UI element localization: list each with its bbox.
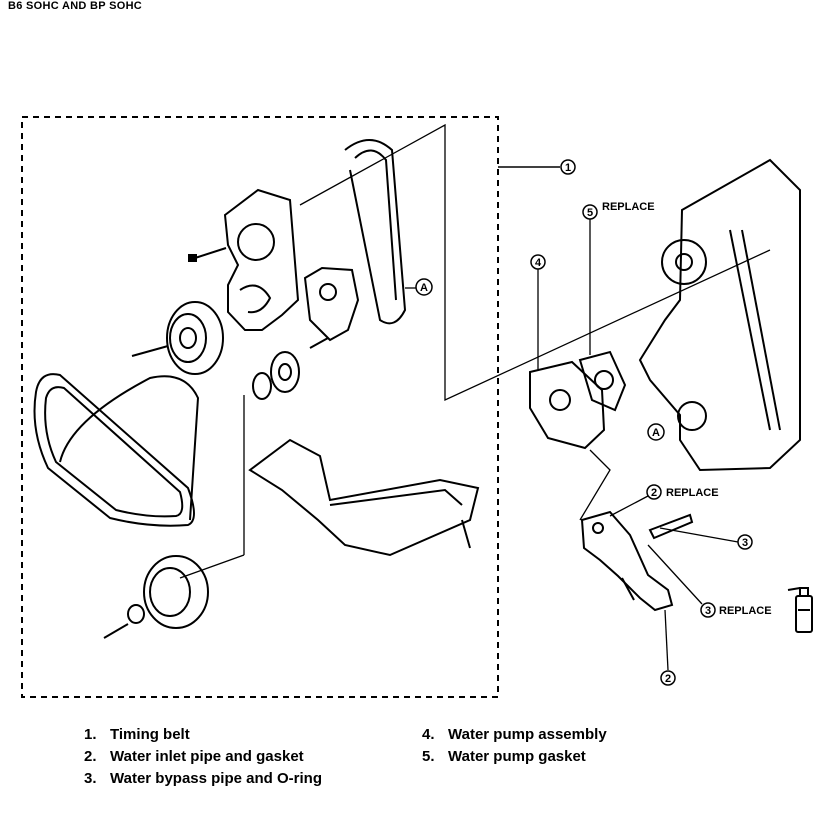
callout-water-pump-assembly: 4 [535, 257, 542, 269]
lower-pulley-bolt [103, 623, 129, 639]
ref-a-right: A [652, 427, 660, 439]
lower-timing-cover [248, 438, 480, 557]
legend-item: 5. Water pump gasket [422, 746, 682, 768]
tensioner [303, 266, 360, 342]
legend-left: 1. Timing belt 2. Water inlet pipe and g… [84, 724, 354, 790]
ref-a-left: A [420, 282, 428, 294]
exploded-parts-diagram: 1 A [21, 116, 813, 698]
replace-label-gasket: REPLACE [602, 201, 655, 213]
legend-item: 2. Water inlet pipe and gasket [84, 746, 354, 768]
callout-circle-water-pump [530, 254, 546, 270]
leader-lower-cover-2 [179, 554, 245, 579]
legend-num: 3. [84, 770, 97, 787]
leader-belt-diagonal [299, 123, 771, 402]
legend-item: 4. Water pump assembly [422, 724, 682, 746]
legend-text: Water pump gasket [448, 748, 586, 765]
replace-label-oring: REPLACE [719, 605, 772, 617]
leader-pipe-gasket [609, 495, 649, 517]
legend-text: Water bypass pipe and O-ring [110, 770, 322, 787]
callout-circle-bypass-oring [700, 602, 716, 618]
legend-text: Timing belt [110, 726, 190, 743]
timing-belt [344, 139, 407, 325]
water-pump-assembly [529, 360, 606, 450]
leader-bypass-oring [647, 544, 703, 605]
callout-circle-gasket [582, 204, 598, 220]
removal-group-boundary [21, 116, 499, 698]
crankshaft-pulley [166, 301, 224, 375]
water-bypass-pipe [648, 513, 694, 540]
legend-text: Water inlet pipe and gasket [110, 748, 304, 765]
callout-circle-inlet-pipe-bottom [660, 670, 676, 686]
callout-water-bypass-pipe: 3 [742, 537, 748, 549]
callout-circle-timing-belt [560, 159, 576, 175]
legend-text: Water pump assembly [448, 726, 607, 743]
cover-bolt-head [188, 254, 197, 262]
legend-item: 3. Water bypass pipe and O-ring [84, 768, 354, 790]
callout-circle-bypass-pipe [737, 534, 753, 550]
legend-num: 5. [422, 748, 435, 765]
legend-num: 4. [422, 726, 435, 743]
replace-label-inlet-gasket: REPLACE [666, 487, 719, 499]
ref-a-left-circle [415, 278, 433, 296]
legend-num: 2. [84, 748, 97, 765]
ref-a-right-circle [647, 423, 665, 441]
callout-timing-belt: 1 [565, 162, 571, 174]
inlet-pipe-bolt [621, 577, 635, 601]
pulley-bolt [131, 345, 169, 357]
tensioner-bolt [309, 337, 329, 349]
legend-right: 4. Water pump assembly 5. Water pump gas… [422, 724, 682, 768]
callout-water-pump-gasket: 5 [587, 207, 593, 219]
callout-bypass-oring: 3 [705, 605, 711, 617]
legend-item: 1. Timing belt [84, 724, 354, 746]
timing-belt-cover [223, 188, 300, 331]
legend-num: 1. [84, 726, 97, 743]
callout-circle-inlet-pipe [646, 484, 662, 500]
water-pump-gasket [578, 350, 627, 412]
page-header: B6 SOHC AND BP SOHC [8, 0, 143, 12]
engine-block [638, 158, 801, 472]
leader-pump-to-pipe [579, 449, 611, 521]
crankshaft-pulley-lower [127, 555, 209, 629]
leader-bypass-pipe [659, 527, 739, 543]
drive-belt [33, 373, 200, 527]
water-inlet-pipe [580, 510, 674, 612]
lower-cover-bolt [461, 519, 471, 549]
callout-water-inlet-pipe: 2 [651, 487, 657, 499]
sealant-can-icon [787, 587, 813, 633]
leader-inlet-bottom [664, 609, 669, 671]
timing-pulley [252, 351, 300, 400]
callout-water-inlet-pipe-bottom: 2 [665, 673, 671, 685]
cover-bolt [194, 247, 227, 259]
